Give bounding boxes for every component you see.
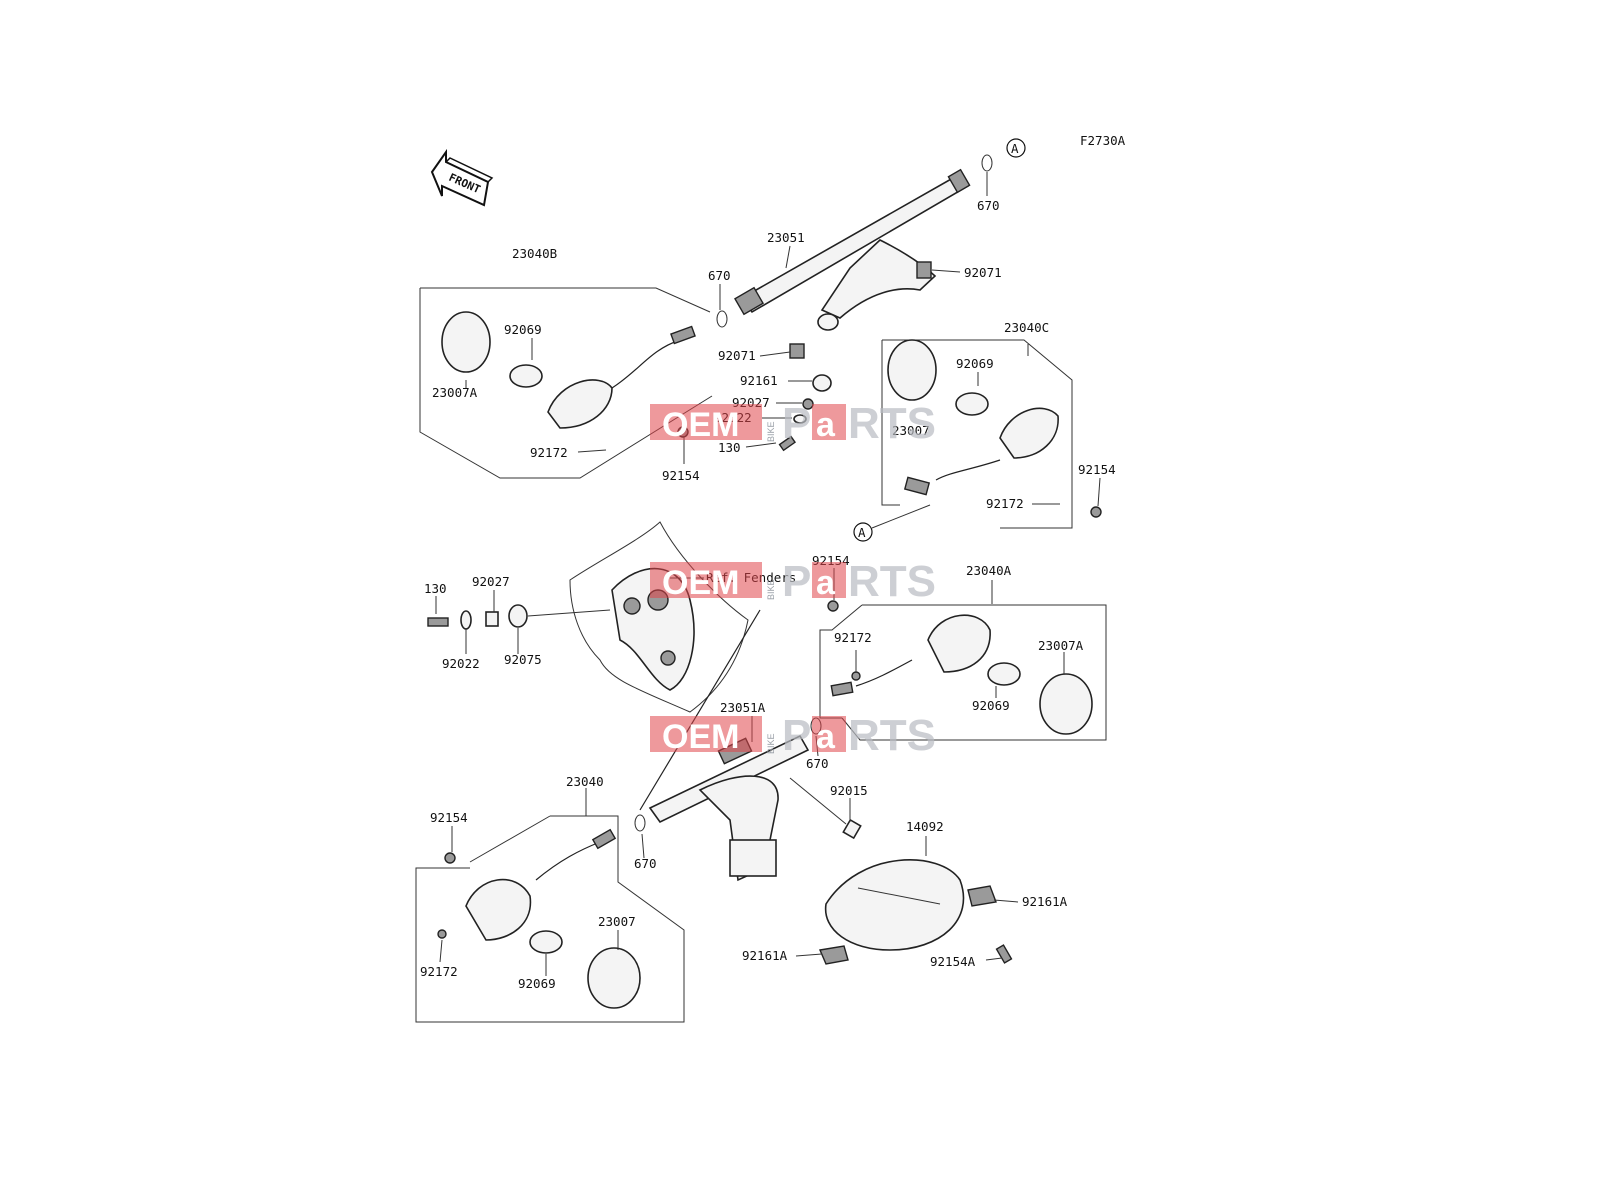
part-label: 92172 <box>420 964 458 979</box>
part-label: 92161 <box>740 373 778 388</box>
part-label: 23040B <box>512 246 557 261</box>
part-label: 92172 <box>834 630 872 645</box>
part-label: 670 <box>806 756 829 771</box>
bolt-130 <box>778 435 797 452</box>
part-label: 92069 <box>504 322 542 337</box>
svg-text:a: a <box>816 564 836 602</box>
frame-23040c <box>881 339 1073 529</box>
part-label: 92015 <box>830 783 868 798</box>
part-label: 23007A <box>1038 638 1084 653</box>
watermark-oembikeparts-3: OEM BIKE P a RTS <box>650 711 936 760</box>
part-label: 23007 <box>598 914 636 929</box>
part-label: 92172 <box>986 496 1024 511</box>
svg-text:BIKE: BIKE <box>766 733 776 754</box>
clip-92071-a <box>916 261 932 279</box>
part-label: 670 <box>634 856 657 871</box>
part-label: 92161A <box>1022 894 1068 909</box>
part-label: 92069 <box>518 976 556 991</box>
svg-text:BIKE: BIKE <box>766 579 776 600</box>
ref-circle-a-top: A <box>1006 138 1026 158</box>
watermark-oembikeparts-1: OEM BIKE P a RTS <box>650 399 936 448</box>
watermark-oembikeparts-2: OEM BIKE P a RTS <box>650 557 936 606</box>
collar-92027-b <box>485 611 499 627</box>
part-label: 130 <box>424 581 447 596</box>
part-label: 23040 <box>566 774 604 789</box>
o-ring-670-a <box>716 310 728 328</box>
part-label: 670 <box>708 268 731 283</box>
part-label: 92172 <box>530 445 568 460</box>
frame-23040b <box>419 287 713 479</box>
part-label: 14092 <box>906 819 944 834</box>
part-label: 92027 <box>472 574 510 589</box>
washer-92022-b <box>460 610 472 630</box>
rear-fender <box>569 521 749 713</box>
part-label: 92154 <box>662 468 700 483</box>
part-label: 92075 <box>504 652 542 667</box>
part-label: 92071 <box>964 265 1002 280</box>
svg-text:RTS: RTS <box>848 711 936 760</box>
part-label: 92069 <box>972 698 1010 713</box>
front-stay-23051 <box>734 168 971 331</box>
svg-text:P: P <box>782 557 811 606</box>
damper-92161 <box>812 374 832 392</box>
ref-a-text: A <box>858 525 866 540</box>
part-label: 23007A <box>432 385 478 400</box>
washer-92022 <box>793 414 807 424</box>
part-label: 92154 <box>430 810 468 825</box>
part-label: 23040A <box>966 563 1012 578</box>
part-label: 92154A <box>930 954 976 969</box>
license-cover-14092 <box>819 859 1013 965</box>
o-ring-670-b <box>981 154 993 172</box>
rear-stay-23051a <box>648 734 810 882</box>
part-label: 23040C <box>1004 320 1049 335</box>
part-label: 23051 <box>767 230 805 245</box>
part-label: 23051A <box>720 700 766 715</box>
part-label: 23007 <box>892 423 930 438</box>
ref-circle-a-mid: A <box>853 522 873 542</box>
ref-a-text: A <box>1011 141 1019 156</box>
clip-92071-b <box>789 343 805 359</box>
figure-code: F2730A <box>1080 133 1126 148</box>
o-ring-670-d <box>634 814 646 832</box>
part-label: 92069 <box>956 356 994 371</box>
grommet-92015 <box>842 818 862 840</box>
part-label: 130 <box>718 440 741 455</box>
part-label: 92161A <box>742 948 788 963</box>
grommet-92075 <box>508 604 528 628</box>
svg-text:OEM: OEM <box>662 718 739 756</box>
svg-text:P: P <box>782 711 811 760</box>
part-label: 670 <box>977 198 1000 213</box>
frame-23040 <box>415 815 685 1023</box>
svg-text:a: a <box>816 406 836 444</box>
part-label: 92154 <box>1078 462 1116 477</box>
svg-text:RTS: RTS <box>848 399 936 448</box>
svg-text:OEM: OEM <box>662 406 739 444</box>
bolt-130-b <box>427 617 449 627</box>
svg-text:RTS: RTS <box>848 557 936 606</box>
turn-signal-23040 <box>437 828 641 1009</box>
svg-text:a: a <box>816 718 836 756</box>
turn-signal-23040c <box>887 339 1102 518</box>
turn-signal-23040b <box>441 311 696 438</box>
svg-text:BIKE: BIKE <box>766 421 776 442</box>
svg-text:OEM: OEM <box>662 564 739 602</box>
part-label: 92022 <box>442 656 480 671</box>
turn-signal-23040a <box>827 600 1093 735</box>
part-label: 92071 <box>718 348 756 363</box>
svg-text:P: P <box>782 399 811 448</box>
front-arrow-icon: FRONT <box>430 148 494 207</box>
